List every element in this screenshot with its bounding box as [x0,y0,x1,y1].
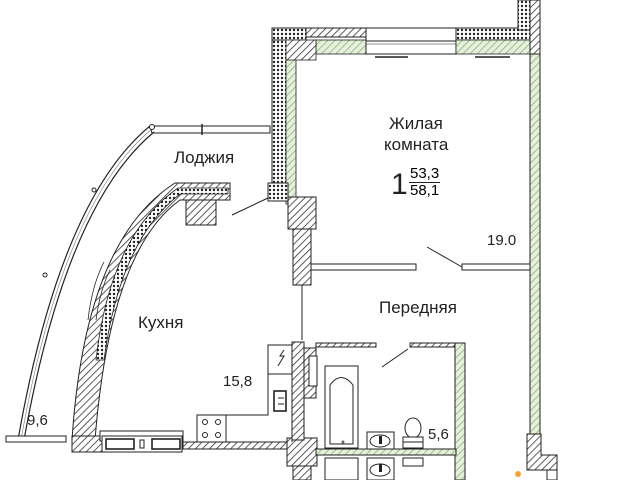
kitchen-bath-wall [291,341,318,441]
bathroom [315,342,466,480]
living-room-name-line1: Жилая [389,114,443,133]
living-room-name-line2: комната [384,135,449,154]
living-area-value: 53,3 [409,165,441,183]
living-hall-partition [310,246,531,271]
hallway-name: Передняя [379,298,457,317]
total-area-value: 58,1 [410,182,440,199]
loggia-name: Лоджия [174,148,235,167]
kitchen-curved-wall [71,182,231,441]
bathroom-area: 5,6 [428,426,449,443]
kitchen-counter [196,344,293,443]
apartment-area-fraction: 53,3 58,1 [409,165,441,199]
living-room-area: 19.0 [487,232,517,249]
apartment-rooms-count: 1 [391,168,408,201]
kitchen-name: Кухня [138,313,184,332]
loggia-outline [5,124,271,443]
loggia-area: 9,6 [27,412,48,429]
marker-dot [515,471,521,477]
kitchen-area: 15,8 [223,373,253,390]
kitchen-bottom-wall [71,430,318,480]
living-room-walls [267,0,558,480]
